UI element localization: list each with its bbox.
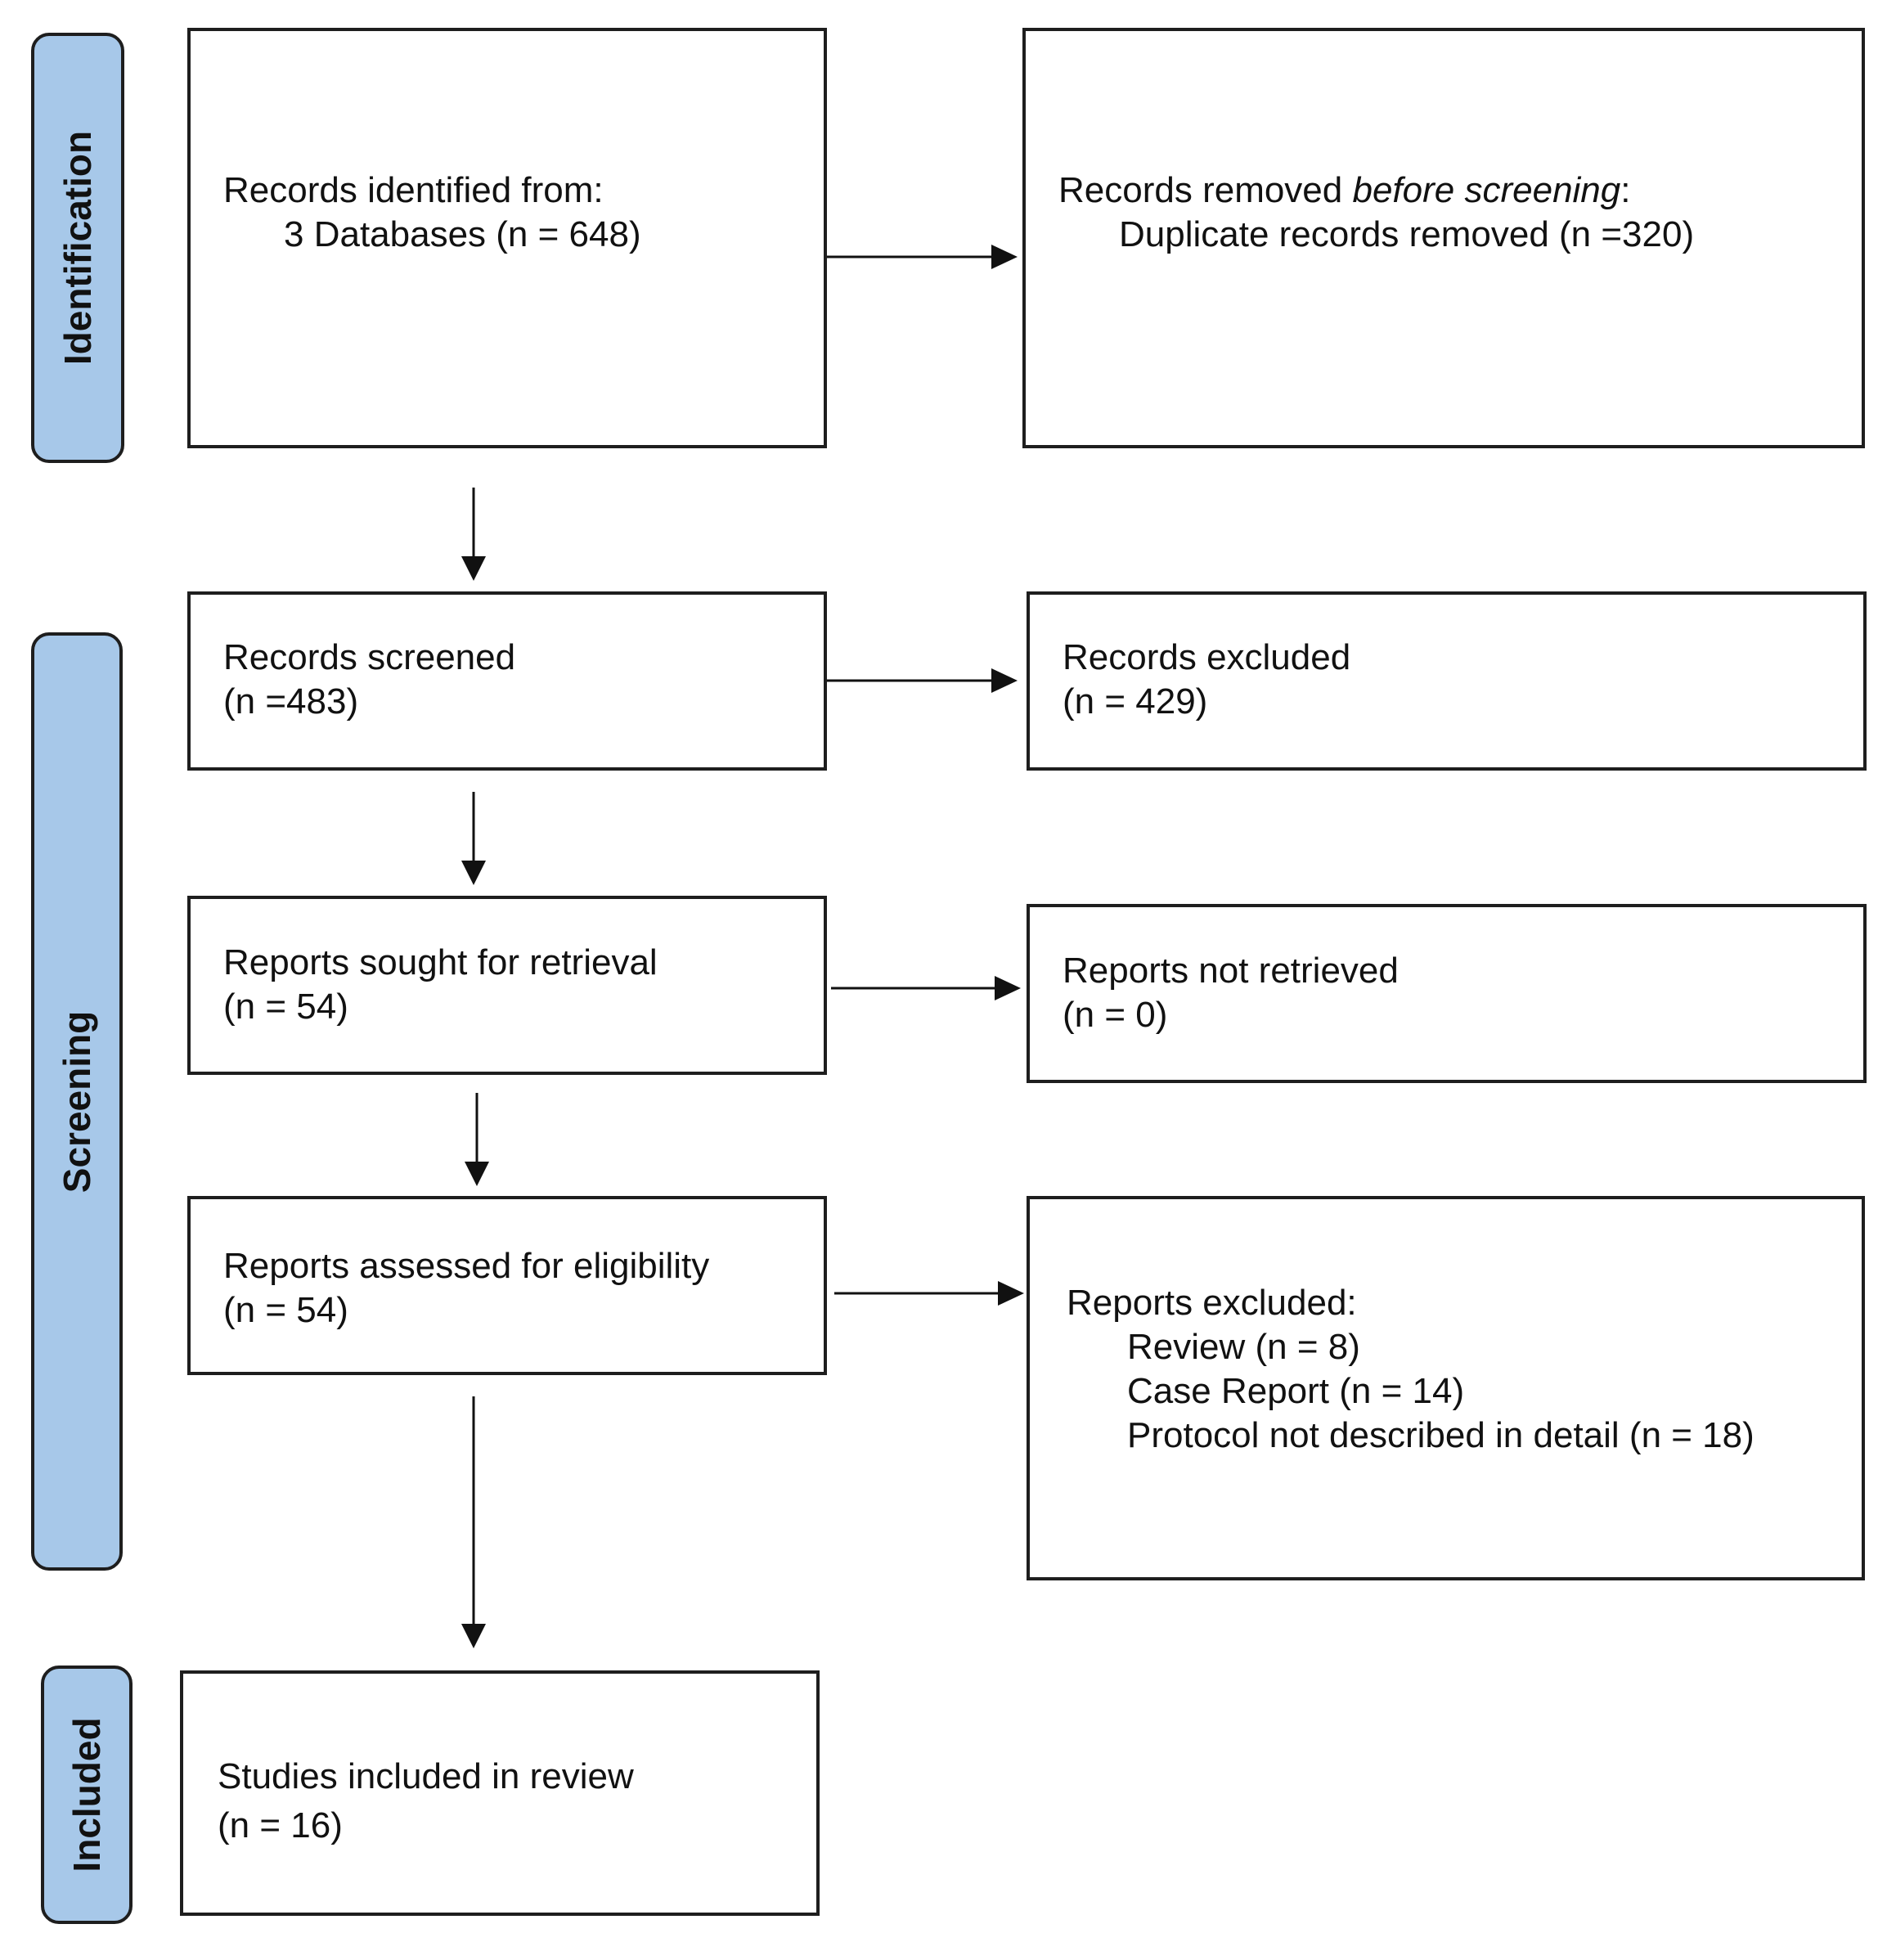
studies-included-count: (n = 16) bbox=[218, 1805, 343, 1845]
records-excluded-box: Records excluded (n = 429) bbox=[1027, 591, 1867, 771]
reports-sought-label: Reports sought for retrieval bbox=[223, 942, 658, 982]
arrow-screened-to-sought bbox=[461, 792, 486, 885]
studies-included-box: Studies included in review (n = 16) bbox=[180, 1670, 820, 1916]
reports-excluded-heading: Reports excluded: bbox=[1067, 1283, 1357, 1323]
records-screened-label: Records screened bbox=[223, 637, 516, 677]
records-identified-box: Records identified from: 3 Databases (n … bbox=[187, 28, 827, 448]
arrow-screened-to-excluded bbox=[827, 668, 1018, 693]
records-identified-databases: 3 Databases (n = 648) bbox=[284, 214, 641, 254]
phase-label-included: Included bbox=[65, 1717, 108, 1872]
records-removed-box: Records removed before screening: Duplic… bbox=[1022, 28, 1865, 448]
reports-not-retrieved-box: Reports not retrieved (n = 0) bbox=[1027, 904, 1867, 1083]
records-removed-emphasis: before screening bbox=[1352, 170, 1621, 210]
records-excluded-count: (n = 429) bbox=[1063, 681, 1208, 722]
phase-included: Included bbox=[41, 1666, 133, 1924]
records-excluded-label: Records excluded bbox=[1063, 637, 1351, 677]
arrow-sought-to-assessed bbox=[465, 1093, 489, 1186]
records-removed-heading: Records removed before screening: bbox=[1058, 170, 1631, 210]
phase-identification: Identification bbox=[31, 33, 124, 463]
phase-screening: Screening bbox=[31, 632, 123, 1571]
records-identified-heading: Records identified from: bbox=[223, 170, 604, 210]
reports-not-retrieved-count: (n = 0) bbox=[1063, 995, 1168, 1035]
reports-not-retrieved-label: Reports not retrieved bbox=[1063, 951, 1399, 991]
arrow-identified-to-screened bbox=[461, 488, 486, 581]
arrow-assessed-to-included bbox=[461, 1396, 486, 1648]
reports-excluded-item: Protocol not described in detail (n = 18… bbox=[1127, 1415, 1754, 1455]
reports-excluded-item: Case Report (n = 14) bbox=[1127, 1371, 1465, 1411]
reports-assessed-count: (n = 54) bbox=[223, 1290, 348, 1330]
records-screened-count: (n =483) bbox=[223, 681, 359, 722]
duplicate-records-removed: Duplicate records removed (n =320) bbox=[1119, 214, 1695, 254]
arrow-identified-to-removed bbox=[827, 245, 1018, 269]
reports-sought-count: (n = 54) bbox=[223, 987, 348, 1027]
reports-assessed-box: Reports assessed for eligibility (n = 54… bbox=[187, 1196, 827, 1375]
reports-excluded-item: Review (n = 8) bbox=[1127, 1327, 1360, 1367]
phase-label-identification: Identification bbox=[56, 130, 99, 366]
records-screened-box: Records screened (n =483) bbox=[187, 591, 827, 771]
reports-excluded-box: Reports excluded: Review (n = 8) Case Re… bbox=[1027, 1196, 1865, 1580]
arrow-assessed-to-reports-excluded bbox=[834, 1281, 1024, 1306]
phase-label-screening: Screening bbox=[56, 1010, 98, 1193]
arrow-sought-to-not-retrieved bbox=[831, 976, 1021, 1000]
reports-assessed-label: Reports assessed for eligibility bbox=[223, 1246, 710, 1286]
studies-included-label: Studies included in review bbox=[218, 1756, 634, 1796]
reports-sought-box: Reports sought for retrieval (n = 54) bbox=[187, 896, 827, 1075]
